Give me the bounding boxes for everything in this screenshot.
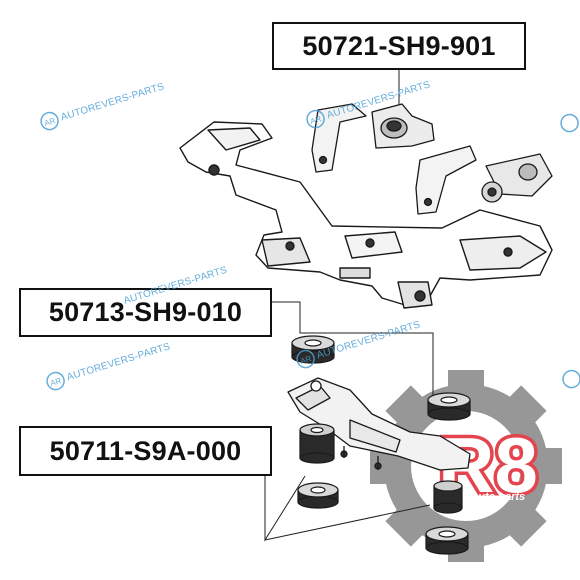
svg-text:AR: AR xyxy=(309,114,322,126)
bushing-3 xyxy=(299,423,335,464)
bushing-5 xyxy=(433,480,463,514)
bushings xyxy=(291,335,471,555)
bushing-2 xyxy=(427,392,471,421)
bushing-4 xyxy=(297,482,339,509)
upper-mounts xyxy=(311,103,553,215)
part-number-label-top: 50721-SH9-901 xyxy=(272,22,526,70)
part-number-label-bottom: 50711-S9A-000 xyxy=(19,426,272,476)
ar-logo-icon: AR xyxy=(296,349,315,369)
ar-logo-icon: AR xyxy=(46,371,65,391)
svg-text:AR: AR xyxy=(43,116,56,128)
watermark: AR AUTOREVERS-PARTS xyxy=(43,337,173,394)
bushing-1 xyxy=(291,335,335,364)
svg-text:AR: AR xyxy=(299,354,312,366)
watermark: AR AUTOREVERS-PARTS xyxy=(37,77,167,134)
ar-logo-icon: AR xyxy=(40,111,59,131)
part-number-label-middle: 50713-SH9-010 xyxy=(19,288,272,337)
subframe xyxy=(179,121,553,309)
ar-logo-icon xyxy=(560,113,579,133)
svg-text:AR: AR xyxy=(49,376,62,388)
ar-logo-icon: AR xyxy=(306,109,325,129)
watermark: AR AUTOREVERS-PARTS xyxy=(293,315,423,372)
watermark xyxy=(557,111,580,136)
watermark: AR AUTOREVERS-PARTS xyxy=(303,75,433,132)
logo-tagline: auto parts xyxy=(472,491,525,503)
bushing-6 xyxy=(425,526,469,555)
